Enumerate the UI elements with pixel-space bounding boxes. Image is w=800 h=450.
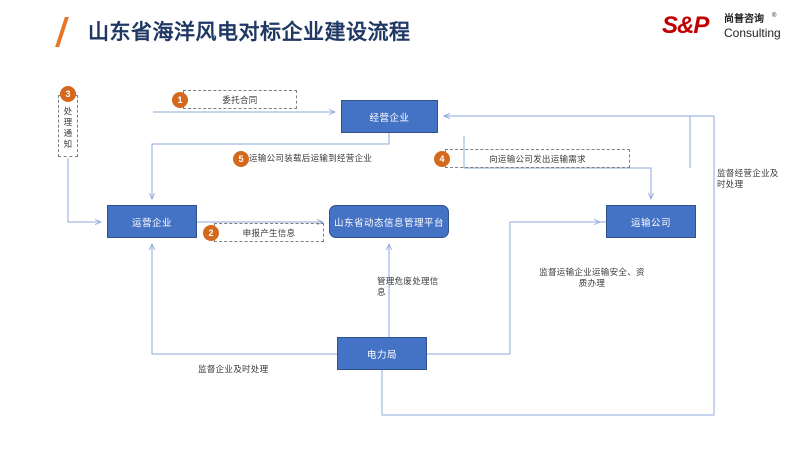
logo-chinese-name: 尚普咨询 [724,14,764,25]
wire-label-supervise-transport-safety: 监督运输企业运输安全、资质办理 [539,267,645,288]
step-2-label: 申报产生信息 [242,227,296,238]
connector-lines [67,58,715,416]
step-2-badge: 2 [203,225,219,241]
wire-label-supervise-operating-enterprise: 监督经营企业及时处理 [717,168,779,189]
step-3-callout: 处 理 通 知 [58,95,78,157]
title-accent-slash-icon [55,17,69,47]
node-label: 电力局 [366,349,397,361]
wire-label-supervise-enterprise-timely: 监督企业及时处理 [198,364,269,374]
wire-dianli-to-yunshu [427,222,600,355]
node-transport-company[interactable]: 运输公司 [606,205,696,238]
node-shandong-info-platform[interactable]: 山东省动态信息管理平台 [329,205,449,238]
step-3-char-1: 处 [63,106,73,116]
step-5-label: 运输公司装载后运输到经营企业 [249,153,373,163]
wire-jingying-to-yunying [152,133,390,199]
step-4-label: 向运输公司发出运输需求 [489,153,586,164]
wire-jingying-to-yunshu [463,136,651,199]
logo-registered-icon: ® [772,13,777,19]
node-label: 山东省动态信息管理平台 [333,217,444,229]
step-2-callout: 申报产生信息 [214,223,324,242]
step-4-badge: 4 [434,151,450,167]
node-label: 经营企业 [369,112,410,124]
wire-notify-to-yunying [67,158,101,222]
wire-label-manage-hazardous-waste-info: 管理危废处理信息 [377,276,439,297]
step-3-char-4: 知 [63,139,73,149]
node-operations-enterprise[interactable]: 运营企业 [107,205,197,238]
wire-dianli-to-yunying [152,244,337,355]
step-3-char-3: 通 [63,128,73,138]
step-1-callout: 委托合同 [183,90,297,109]
step-1-label: 委托合同 [222,94,258,105]
page-header: 山东省海洋风电对标企业建设流程 S&P 尚普咨询 ® Consulting [0,0,800,58]
wire-dianli-to-jingying [381,116,715,416]
step-3-char-2: 理 [63,117,73,127]
process-flow-diagram: 经营企业 运营企业 山东省动态信息管理平台 运输公司 电力局 委托合同 1 申报… [0,58,800,450]
step-1-badge: 1 [172,92,188,108]
logo-english-name: Consulting [724,26,781,40]
company-logo: S&P 尚普咨询 ® Consulting [662,12,782,48]
node-label: 运输公司 [630,217,671,229]
node-operating-enterprise[interactable]: 经营企业 [341,100,438,133]
node-power-bureau[interactable]: 电力局 [337,337,427,370]
page-title: 山东省海洋风电对标企业建设流程 [88,21,411,44]
step-5-badge: 5 [233,151,249,167]
step-3-badge: 3 [60,86,76,102]
logo-wordmark: S&P [662,12,709,39]
node-label: 运营企业 [131,217,172,229]
step-4-callout: 向运输公司发出运输需求 [445,149,630,168]
